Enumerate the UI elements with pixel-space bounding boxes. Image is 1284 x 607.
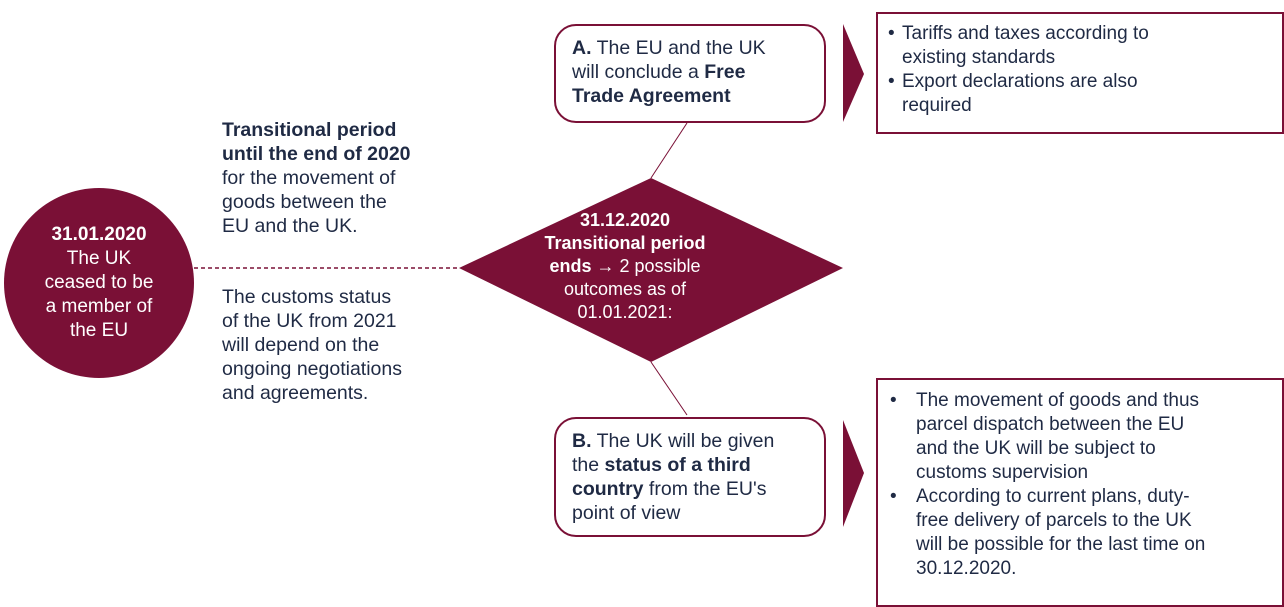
bullet-line: Tariffs and taxes according to (902, 23, 1149, 44)
bullet-line: parcel dispatch between the EU (916, 414, 1185, 435)
bullet-line: existing standards (902, 47, 1056, 68)
transition-bold-line: until the end of 2020 (222, 143, 411, 165)
customs-line: ongoing negotiations (222, 358, 402, 380)
diamond-date: 31.12.2020 (579, 210, 671, 230)
brexit-date-circle: 31.01.2020 The UK ceased to be a member … (4, 188, 194, 378)
diamond-text: 31.12.2020 Transitional period ends → 2 … (540, 209, 710, 324)
option-b-box: B. The UK will be given the status of a … (554, 417, 826, 537)
result-b-bullet: • The movement of goods and thus parcel … (888, 389, 1274, 485)
customs-line: will depend on the (222, 334, 380, 356)
option-a-text: The EU and the UK (591, 37, 766, 59)
connector-to-option-b (650, 361, 688, 416)
option-a-bold: Trade Agreement (572, 85, 731, 107)
result-a-box: • Tariffs and taxes according to existin… (876, 12, 1284, 134)
customs-line: and agreements. (222, 382, 369, 404)
connector-to-option-a (650, 122, 688, 179)
bullet-line: Export declarations are also (902, 71, 1138, 92)
bullet-dot: • (890, 486, 897, 507)
bullet-line: free delivery of parcels to the UK (916, 510, 1192, 531)
arrow-to-result-a (843, 24, 864, 122)
bullet-line: required (902, 95, 972, 116)
transition-line: goods between the (222, 191, 387, 213)
option-b-prefix: B. (572, 430, 592, 452)
transition-line: for the movement of (222, 167, 396, 189)
diamond-bold-line: Transitional period (544, 233, 706, 253)
option-b-text: the (572, 454, 605, 476)
circle-line: The UK (66, 248, 132, 269)
option-b-text: The UK will be given (591, 430, 775, 452)
option-a-text: will conclude a (572, 61, 705, 83)
transition-bold-line: Transitional period (222, 119, 397, 141)
customs-line: The customs status (222, 286, 392, 308)
bullet-line: and the UK will be subject to (916, 438, 1156, 459)
bullet-line: The movement of goods and thus (916, 390, 1200, 411)
transition-line: EU and the UK. (222, 215, 358, 237)
circle-line: ceased to be (44, 272, 154, 293)
diamond-line: 01.01.2021: (577, 302, 673, 322)
option-b-text: point of view (572, 502, 681, 524)
option-b-bold: status of a third (604, 454, 751, 476)
bullet-line: 30.12.2020. (916, 558, 1017, 579)
circle-line: a member of (45, 296, 153, 317)
diamond-ends: ends (549, 256, 592, 276)
outcome-diamond (459, 178, 843, 362)
diamond-arrow-text: → 2 possible (591, 256, 701, 276)
bullet-dot: • (888, 71, 895, 92)
bullet-dot: • (888, 23, 895, 44)
result-a-bullet: • Tariffs and taxes according to existin… (888, 22, 1272, 70)
bullet-line: will be possible for the last time on (916, 534, 1206, 555)
result-a-bullet: • Export declarations are also required (888, 70, 1272, 118)
option-b-bold: country (572, 478, 644, 500)
arrow-to-result-b (843, 420, 864, 527)
bullet-line: customs supervision (916, 462, 1089, 483)
transition-text: Transitional period until the end of 202… (222, 118, 442, 238)
result-b-bullet: • According to current plans, duty- free… (888, 485, 1274, 581)
option-b-text: from the EU's (643, 478, 767, 500)
customs-text: The customs status of the UK from 2021 w… (222, 285, 442, 405)
option-a-bold: Free (704, 61, 746, 83)
customs-line: of the UK from 2021 (222, 310, 397, 332)
option-a-prefix: A. (572, 37, 592, 59)
result-b-box: • The movement of goods and thus parcel … (876, 378, 1284, 607)
circle-line: the EU (69, 320, 129, 341)
diamond-line: outcomes as of (563, 279, 687, 299)
bullet-dot: • (890, 390, 897, 411)
option-a-box: A. The EU and the UK will conclude a Fre… (554, 24, 826, 123)
circle-date: 31.01.2020 (51, 224, 147, 245)
result-b-list: • The movement of goods and thus parcel … (888, 389, 1274, 581)
result-a-list: • Tariffs and taxes according to existin… (888, 22, 1272, 118)
bullet-line: According to current plans, duty- (916, 486, 1190, 507)
